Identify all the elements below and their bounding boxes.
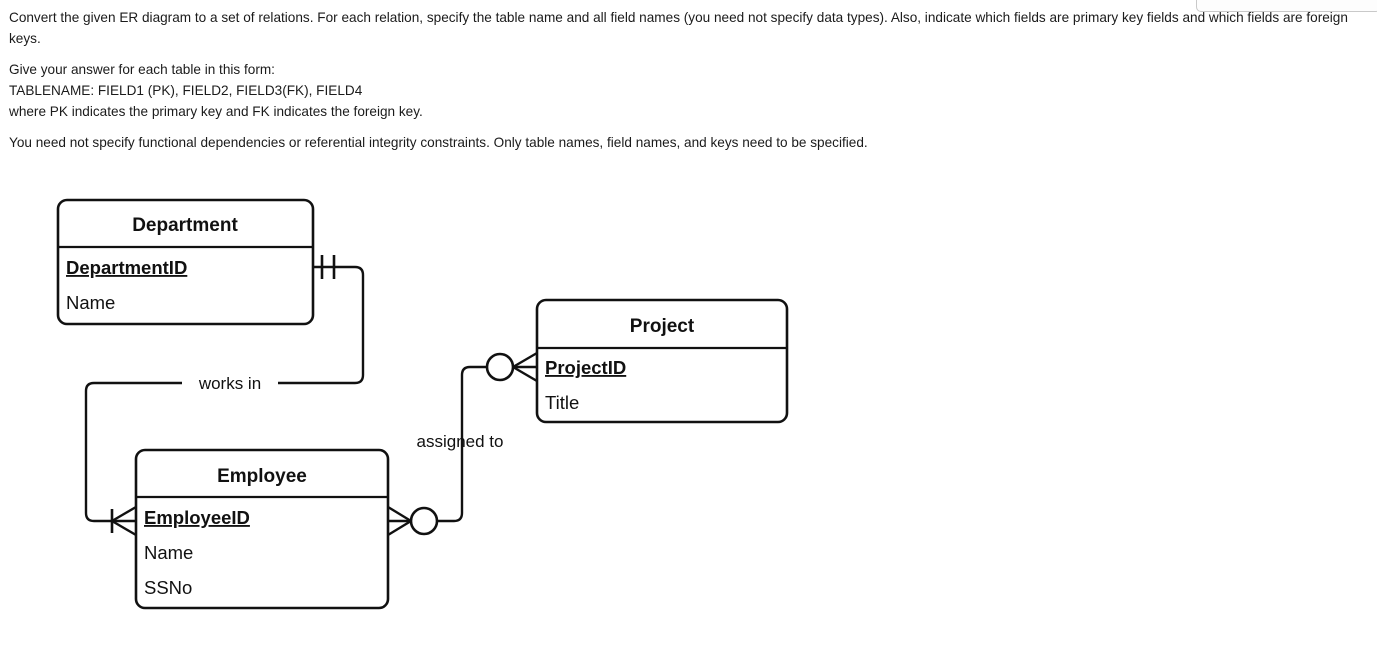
entity-project[interactable]: Project ProjectID Title	[535, 298, 789, 424]
relationship-label-assigned-to: assigned to	[417, 432, 504, 451]
cardinality-zero-or-many-project	[485, 351, 538, 383]
prompt-paragraph-2-line-1: Give your answer for each table in this …	[9, 62, 275, 77]
clipped-top-control[interactable]	[1196, 0, 1377, 12]
relationship-works-in[interactable]: works in	[84, 255, 365, 537]
question-prompt: Convert the given ER diagram to a set of…	[9, 7, 1371, 153]
entity-attr-departmentid: DepartmentID	[66, 257, 187, 278]
entity-attr-employeeid: EmployeeID	[144, 507, 250, 528]
relationship-label-works-in: works in	[198, 374, 261, 393]
relationship-assigned-to[interactable]: assigned to	[387, 351, 538, 537]
entity-attr-projectid: ProjectID	[545, 357, 626, 378]
entity-attr-project-title: Title	[545, 392, 579, 413]
prompt-paragraph-1: Convert the given ER diagram to a set of…	[9, 10, 1352, 46]
prompt-paragraph-2-line-2: TABLENAME: FIELD1 (PK), FIELD2, FIELD3(F…	[9, 83, 363, 98]
entity-title-employee: Employee	[217, 466, 307, 487]
prompt-paragraph-3: You need not specify functional dependen…	[9, 135, 868, 150]
entity-title-project: Project	[630, 316, 695, 337]
entity-employee[interactable]: Employee EmployeeID Name SSNo	[134, 448, 390, 610]
prompt-paragraph-2-line-3: where PK indicates the primary key and F…	[9, 104, 423, 119]
cardinality-one-to-many	[110, 505, 137, 537]
cardinality-zero-or-many-employee	[387, 505, 439, 537]
entity-attr-employee-name: Name	[144, 542, 193, 563]
er-diagram: works in assigned t	[0, 170, 900, 650]
entity-attr-department-name: Name	[66, 292, 115, 313]
entity-title-department: Department	[132, 215, 238, 236]
entity-attr-employee-ssno: SSNo	[144, 577, 192, 598]
entity-department[interactable]: Department DepartmentID Name	[56, 198, 315, 326]
